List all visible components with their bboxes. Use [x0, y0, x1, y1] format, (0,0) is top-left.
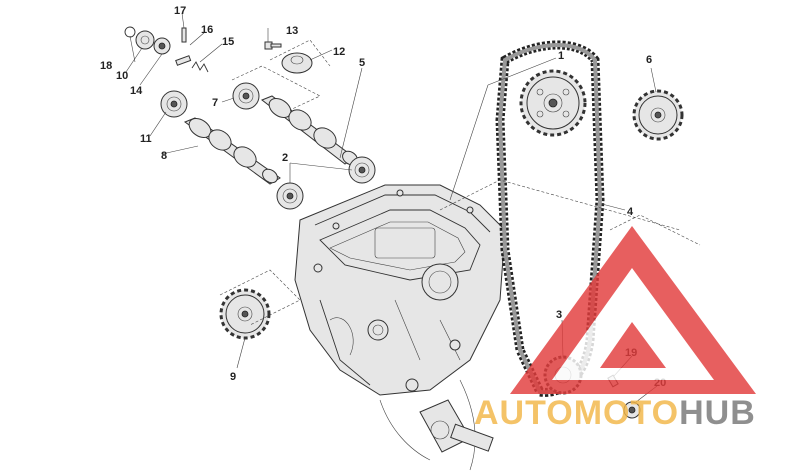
bearing-7: [232, 82, 260, 110]
label-7: 7: [212, 97, 218, 109]
camshaft-8: [183, 117, 281, 185]
screw-13: [264, 41, 282, 50]
spring-16: [191, 61, 209, 73]
label-16: 16: [201, 24, 213, 36]
label-1: 1: [558, 50, 564, 62]
watermark-triangle-core: [600, 322, 666, 368]
label-10: 10: [116, 70, 128, 82]
label-11: 11: [140, 133, 152, 145]
sprocket-9: [219, 288, 271, 340]
label-6: 6: [646, 54, 652, 66]
sprocket-6: [632, 89, 684, 141]
watermark-text-auto: AUTO: [474, 394, 574, 432]
bearing-2b: [348, 156, 376, 184]
label-3: 3: [556, 309, 562, 321]
camshaft-5: [261, 95, 358, 166]
label-9: 9: [230, 371, 236, 383]
cylinder-head: [294, 184, 506, 396]
watermark-text-hub: HUB: [679, 394, 756, 432]
bearing-11: [160, 90, 188, 118]
watermark-text-moto: MOTO: [574, 394, 679, 432]
circlip-18: [124, 26, 136, 38]
label-8: 8: [161, 150, 167, 162]
cap-12: [281, 52, 313, 74]
label-13: 13: [286, 25, 298, 37]
housing-14: [153, 37, 171, 55]
label-4: 4: [627, 206, 634, 218]
label-12: 12: [333, 46, 345, 58]
label-14: 14: [130, 85, 143, 97]
cam-sprocket-1: [519, 69, 587, 137]
automotohub-watermark: AUTOMOTOHUB: [474, 226, 756, 432]
bearing-2a: [276, 182, 304, 210]
nut-20: [623, 401, 641, 419]
label-17: 17: [174, 5, 186, 17]
washer-10: [135, 30, 155, 50]
label-15: 15: [222, 36, 234, 48]
crankshaft-end: [379, 379, 494, 471]
pin-17: [181, 27, 187, 43]
label-18: 18: [100, 60, 112, 72]
plunger-15: [175, 55, 192, 66]
label-2: 2: [282, 152, 288, 164]
label-5: 5: [359, 57, 365, 69]
watermark-text: AUTOMOTOHUB: [474, 394, 756, 432]
